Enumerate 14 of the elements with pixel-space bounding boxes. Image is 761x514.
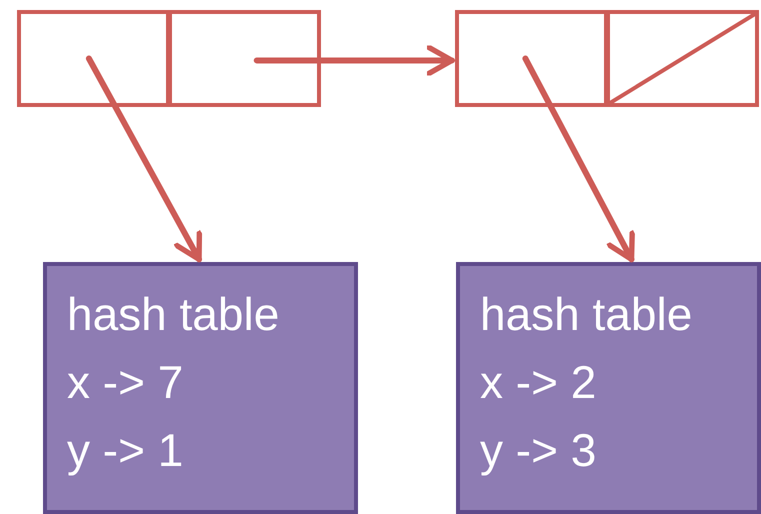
pointer-arrow — [254, 44, 455, 76]
pointer-arrow — [522, 56, 635, 262]
table-entry-text: y -> 1 — [67, 423, 184, 478]
table-entry-text: y -> 3 — [480, 423, 596, 478]
table-entry-text: x -> 7 — [67, 355, 184, 410]
table-entry-text: x -> 2 — [480, 355, 596, 410]
list-cell — [17, 10, 170, 107]
list-cell — [168, 10, 321, 107]
hash-table-box — [43, 262, 358, 514]
hash-table-box — [456, 262, 761, 514]
pointer-arrow — [86, 56, 202, 262]
table-entry-text: hash table — [67, 287, 280, 342]
list-cell — [455, 10, 608, 107]
table-entry-text: hash table — [480, 287, 692, 342]
